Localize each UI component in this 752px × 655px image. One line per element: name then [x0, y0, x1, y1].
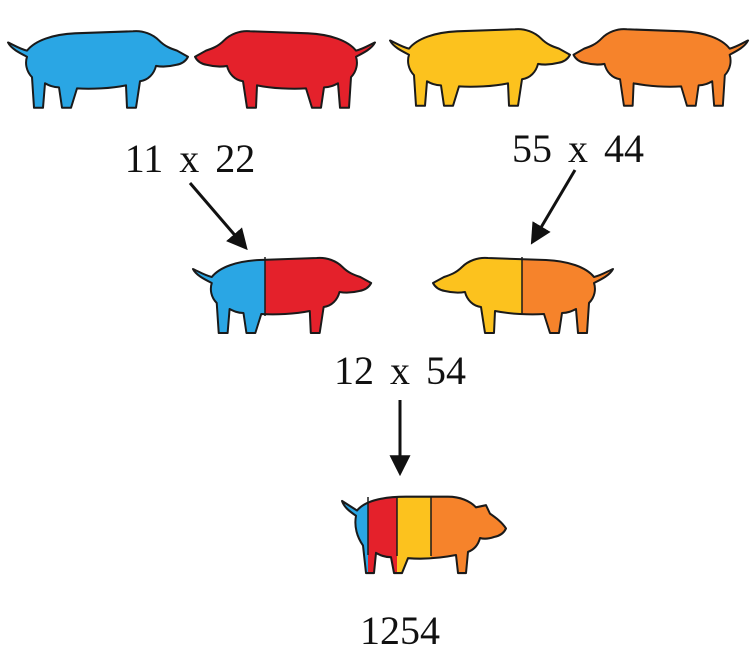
- arrow-left-to-hybrid: [188, 182, 248, 251]
- pig-yellow-icon: [388, 28, 572, 107]
- pig-orange-icon: [572, 28, 750, 107]
- final-cross-label: 1254: [360, 608, 440, 653]
- pig-blue-icon: [6, 30, 190, 109]
- pig-four-way-cross-icon: [340, 495, 508, 575]
- pig-red-icon: [193, 30, 377, 109]
- pig-yellow-orange-hybrid-icon: [432, 256, 614, 334]
- pig-blue-red-hybrid-icon: [191, 256, 373, 334]
- arrow-right-to-hybrid: [530, 169, 577, 245]
